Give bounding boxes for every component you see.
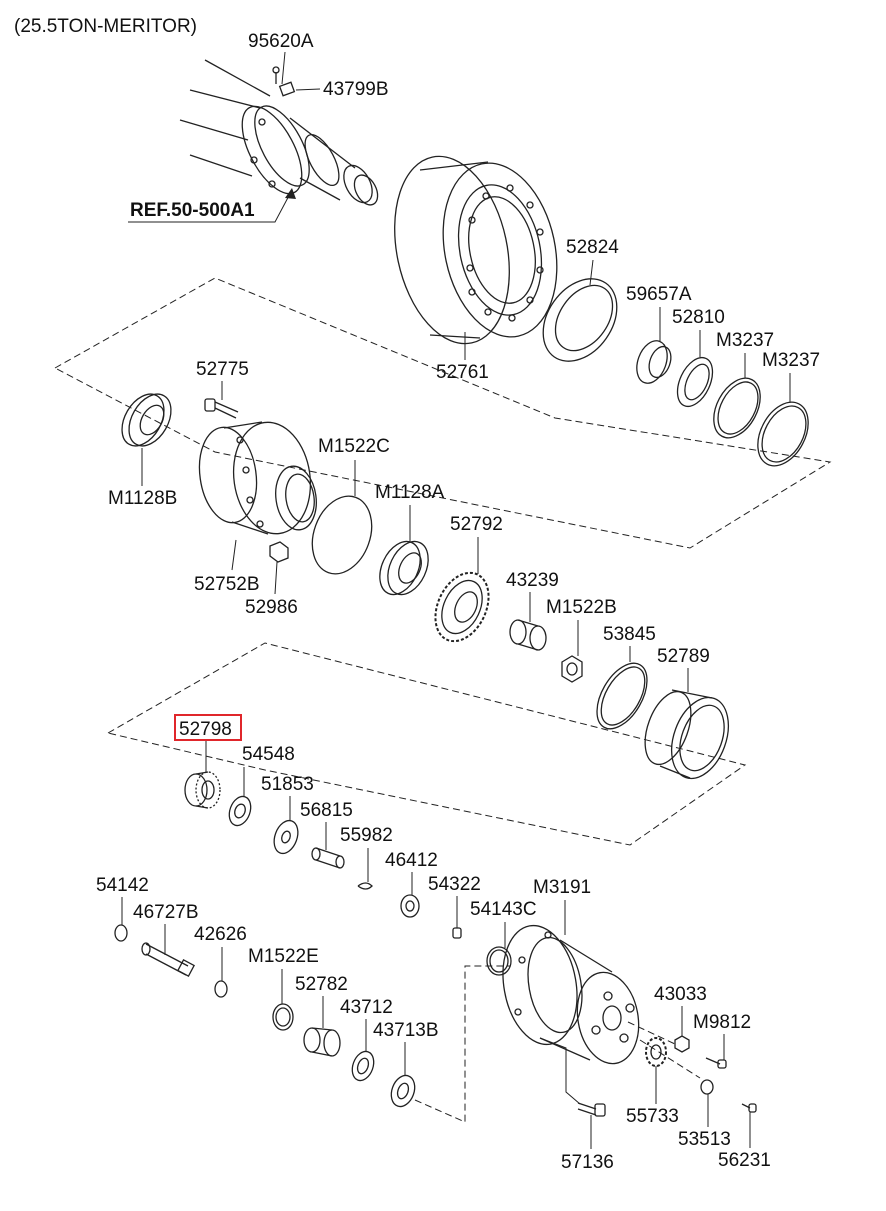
label-M1128B: M1128B [108, 488, 177, 509]
label-54548: 54548 [242, 744, 295, 765]
ring-M3237-b [757, 401, 809, 467]
o-ring-M1522E [272, 1003, 294, 1031]
shaft-46727B [141, 942, 195, 977]
label-54322: 54322 [428, 874, 481, 895]
label-M3237-b: M3237 [762, 350, 820, 371]
o-ring-54143C [486, 946, 512, 976]
washer-43713B [390, 1074, 416, 1108]
pin-56815 [311, 847, 345, 869]
axle-spindle [179, 59, 379, 206]
pin-95620A [272, 66, 280, 84]
label-43713B: 43713B [373, 1020, 439, 1041]
label-46727B: 46727B [133, 902, 199, 923]
label-53513: 53513 [678, 1129, 731, 1150]
washer-54548 [228, 795, 252, 827]
ring-M3237-a [713, 377, 761, 439]
o-ring-M1522C [311, 495, 373, 575]
brake-drum-52761 [394, 155, 558, 345]
washer-43712 [351, 1050, 375, 1082]
label-43239: 43239 [506, 570, 559, 591]
screw-M9812 [705, 1057, 727, 1069]
label-56815: 56815 [300, 800, 353, 821]
label-M9812: M9812 [693, 1012, 751, 1033]
ring-53845 [596, 662, 648, 730]
shield-52824 [542, 278, 618, 362]
label-56231: 56231 [718, 1150, 771, 1171]
stud-52775 [204, 398, 239, 419]
bearing-M1128B [121, 393, 172, 447]
nut-52986 [269, 541, 289, 563]
ring-gear-52789 [644, 689, 729, 780]
hub-52752B [198, 421, 317, 535]
roll-pin-55982 [357, 882, 373, 890]
label-43799B: 43799B [323, 79, 389, 100]
sleeve-43239 [509, 619, 547, 651]
gear-52792 [434, 571, 490, 643]
bushing-52782 [303, 1027, 341, 1057]
label-54142: 54142 [96, 875, 149, 896]
label-52798[interactable]: 52798 [179, 719, 232, 740]
lock-washer-55733 [645, 1037, 667, 1067]
screw-56231 [741, 1103, 757, 1113]
label-54143C: 54143C [470, 899, 537, 920]
washer-46412 [400, 894, 420, 918]
label-95620A: 95620A [248, 31, 314, 52]
label-52810: 52810 [672, 307, 725, 328]
bolt-57136 [577, 1102, 606, 1117]
hub-cover-M3191 [502, 924, 640, 1065]
label-52782: 52782 [295, 974, 348, 995]
label-51853: 51853 [261, 774, 314, 795]
plug-54322 [452, 927, 462, 939]
label-55733: 55733 [626, 1106, 679, 1127]
label-M1128A: M1128A [375, 482, 445, 503]
assembly-outline-hub [54, 277, 832, 549]
highlight-box-52798 [174, 714, 242, 741]
ring-54142 [114, 924, 128, 942]
label-52761: 52761 [436, 362, 489, 383]
label-43712: 43712 [340, 997, 393, 1018]
planet-gear-52798[interactable] [184, 771, 221, 809]
label-M3237-a: M3237 [716, 330, 774, 351]
label-52775: 52775 [196, 359, 249, 380]
ring-42626 [214, 980, 228, 998]
label-55982: 55982 [340, 825, 393, 846]
label-52824: 52824 [566, 237, 619, 258]
label-46412: 46412 [385, 850, 438, 871]
label-59657A: 59657A [626, 284, 692, 305]
plug-53513 [700, 1079, 714, 1095]
label-52792: 52792 [450, 514, 503, 535]
label-52752B: 52752B [194, 574, 260, 595]
nut-M1522B [561, 655, 583, 683]
label-M1522B: M1522B [546, 597, 617, 618]
label-53845: 53845 [603, 624, 656, 645]
assembly-outline-cover [414, 965, 510, 1123]
reference-label: REF.50-500A1 [130, 200, 255, 221]
label-57136: 57136 [561, 1152, 614, 1173]
label-52789: 52789 [657, 646, 710, 667]
nut-43033 [674, 1035, 690, 1053]
thrust-washer-51853 [273, 819, 299, 855]
label-43033: 43033 [654, 984, 707, 1005]
assembly-outline-planetary [107, 642, 747, 846]
lock-43799B [278, 81, 296, 97]
label-42626: 42626 [194, 924, 247, 945]
label-M3191: M3191 [533, 877, 591, 898]
label-52986: 52986 [245, 597, 298, 618]
label-M1522C: M1522C [318, 436, 390, 457]
seal-52810 [676, 356, 714, 408]
label-M1522E: M1522E [248, 946, 319, 967]
diagram-title: (25.5TON-MERITOR) [14, 16, 197, 37]
bearing-cup-59657A [636, 340, 672, 384]
bearing-M1128A [379, 540, 429, 596]
